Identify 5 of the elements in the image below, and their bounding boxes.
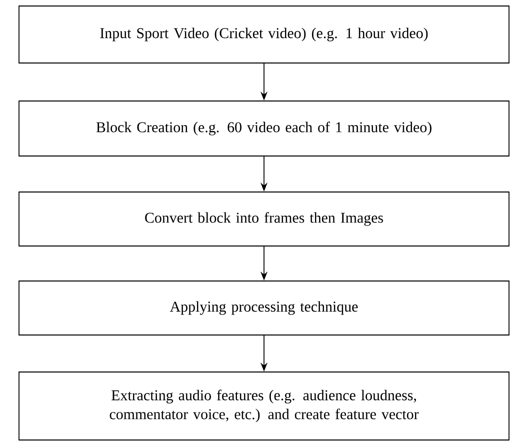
process-box: Convert block into frames then Images — [18, 192, 510, 246]
process-box: Block Creation (e.g. 60 video each of 1 minute video) — [18, 100, 510, 156]
process-box: Input Sport Video (Cricket video) (e.g. 1 hour video) — [18, 6, 510, 64]
process-box: Applying processing technique — [18, 280, 510, 336]
process-box: Extracting audio features (e.g. audience loudness, commentator voice, etc.) and create feature vector — [18, 372, 510, 440]
